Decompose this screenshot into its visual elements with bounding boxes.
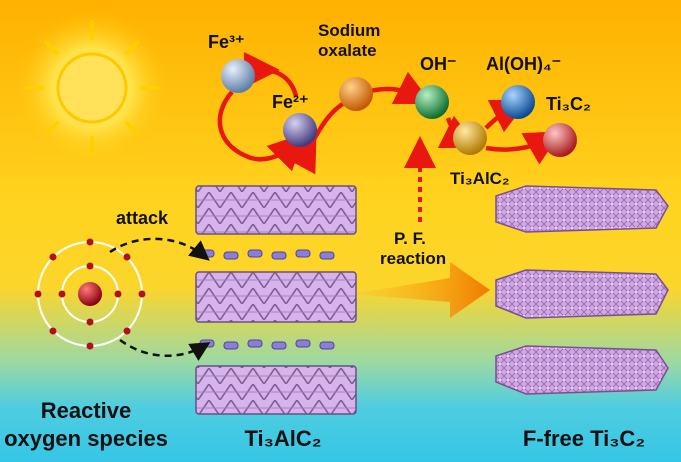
attack-arrows (109, 237, 211, 362)
attack-label: attack (116, 208, 169, 228)
ros-label-line1: Reactive (41, 398, 132, 423)
f-free-ti3c2-structure (495, 185, 669, 395)
ti3c2-product-label: Ti₃C₂ (546, 94, 591, 114)
fe2-sphere (283, 113, 317, 147)
oh-sphere (415, 85, 449, 119)
pf-label: P. F. (394, 229, 426, 248)
ti3alc2-structure (195, 185, 357, 415)
oxalate-label: oxalate (318, 41, 377, 60)
sodium-label: Sodium (318, 21, 380, 40)
f-free-ti3c2-label: F-free Ti₃C₂ (523, 426, 645, 451)
ti3alc2-label: Ti₃AlC₂ (245, 426, 322, 451)
oxalate-sphere (339, 77, 373, 111)
fe3-label: Fe³⁺ (208, 32, 245, 52)
atom-icon (34, 238, 146, 350)
aloh4-sphere (501, 85, 535, 119)
reaction-label: reaction (380, 249, 446, 268)
ti3alc2-sphere (453, 121, 487, 155)
ros-label-line2: oxygen species (4, 426, 168, 451)
ti3c2-sphere (543, 123, 577, 157)
oh-label: OH⁻ (420, 54, 457, 74)
fe3-sphere (221, 59, 255, 93)
sun-icon (14, 10, 170, 166)
ti3alc2-reactant-label: Ti₃AlC₂ (450, 169, 510, 188)
fe2-label: Fe²⁺ (272, 92, 309, 112)
process-arrow (352, 262, 490, 318)
aloh4-label: Al(OH)₄⁻ (486, 54, 561, 74)
